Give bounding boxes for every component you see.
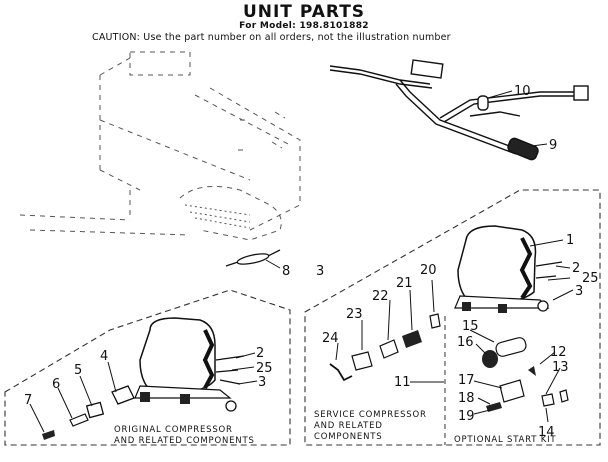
callout-label: 17 bbox=[458, 373, 475, 388]
callout-label: 25 bbox=[256, 361, 273, 376]
callout-label: 21 bbox=[396, 276, 413, 291]
callout-label: 5 bbox=[74, 363, 82, 378]
callout-label: 9 bbox=[549, 138, 557, 153]
callout-label: 22 bbox=[372, 289, 389, 304]
page-title: UNIT PARTS bbox=[242, 2, 366, 22]
callout-label: 14 bbox=[538, 425, 555, 440]
caution-note: CAUTION: Use the part number on all orde… bbox=[92, 32, 451, 43]
callout-label: 3 bbox=[316, 264, 324, 279]
callout-label: 2 bbox=[256, 346, 264, 361]
callout-label: 20 bbox=[420, 263, 437, 278]
callout-label: 10 bbox=[514, 84, 531, 99]
drier-part bbox=[225, 249, 281, 267]
callout-label: 16 bbox=[457, 335, 474, 350]
callout-label: 3 bbox=[258, 375, 266, 390]
service-caption-line-1: SERVICE COMPRESSOR bbox=[314, 410, 427, 420]
original-caption-line-1: ORIGINAL COMPRESSOR bbox=[114, 425, 233, 435]
callout-label: 25 bbox=[582, 271, 599, 286]
callout-labels: 10 9 8 3 1 2 25 3 20 21 22 23 24 15 12 1… bbox=[24, 84, 599, 440]
callout-label: 24 bbox=[322, 331, 339, 346]
callout-label: 6 bbox=[52, 377, 60, 392]
callout-label: 11 bbox=[394, 375, 411, 390]
group-captions: ORIGINAL COMPRESSOR AND RELATED COMPONEN… bbox=[114, 410, 556, 446]
callout-label: 19 bbox=[458, 409, 475, 424]
callout-label: 3 bbox=[575, 284, 583, 299]
leader-lines bbox=[29, 90, 574, 433]
original-caption-line-2: AND RELATED COMPONENTS bbox=[114, 436, 255, 446]
original-compressor-group bbox=[4, 289, 291, 446]
service-caption-line-3: COMPONENTS bbox=[314, 432, 382, 442]
service-caption-line-2: AND RELATED bbox=[314, 421, 383, 431]
callout-label: 13 bbox=[552, 360, 569, 375]
callout-label: 7 bbox=[24, 393, 32, 408]
callout-label: 4 bbox=[100, 349, 108, 364]
callout-label: 2 bbox=[572, 261, 580, 276]
callout-label: 18 bbox=[458, 391, 475, 406]
callout-label: 23 bbox=[346, 307, 363, 322]
refrigerator-outline bbox=[19, 51, 301, 241]
callout-label: 15 bbox=[462, 319, 479, 334]
service-compressor-group bbox=[304, 189, 601, 446]
wire-harness bbox=[329, 59, 589, 161]
model-number: For Model: 198.8101882 bbox=[239, 21, 369, 31]
callout-label: 8 bbox=[282, 264, 290, 279]
callout-label: 12 bbox=[550, 345, 567, 360]
callout-label: 1 bbox=[566, 233, 574, 248]
start-kit-caption: OPTIONAL START KIT bbox=[454, 435, 556, 445]
